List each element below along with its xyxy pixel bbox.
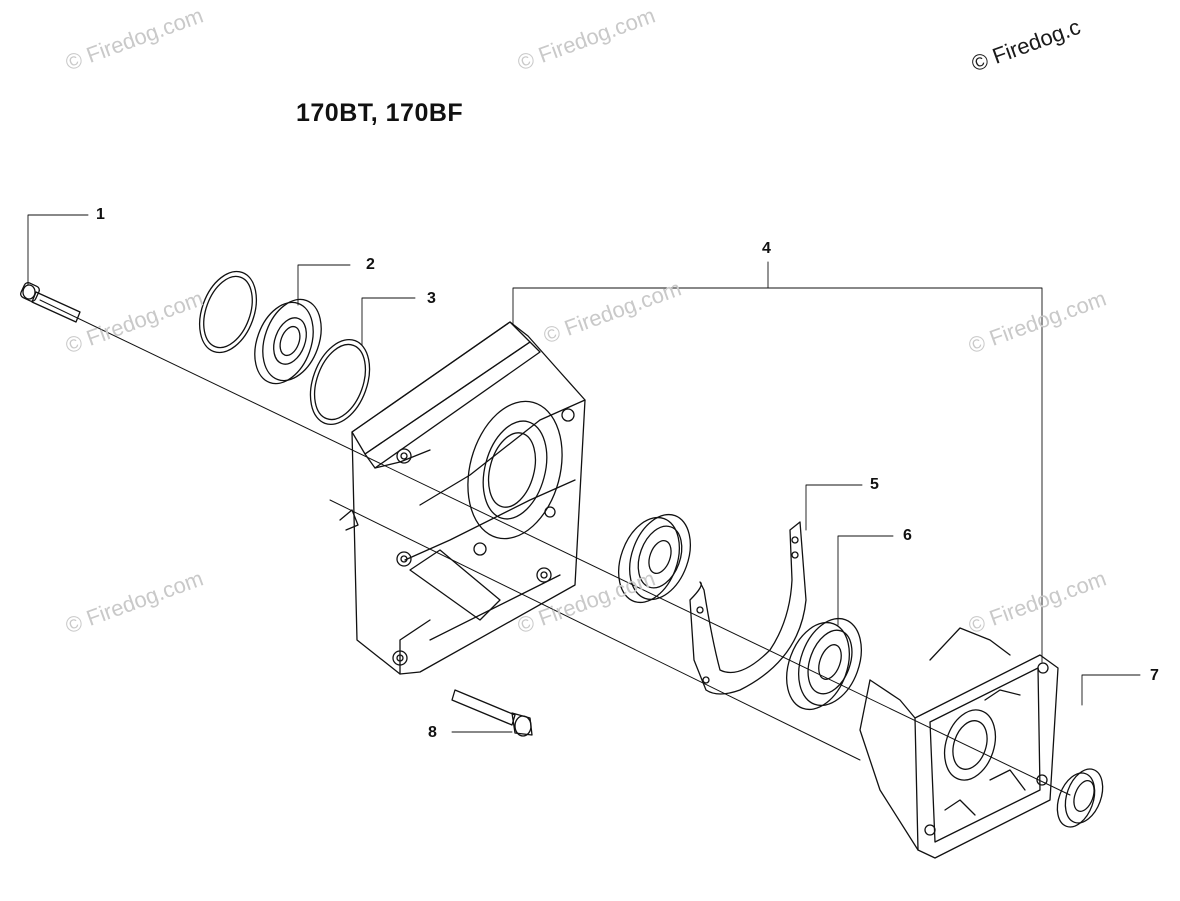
assembly-axis-line xyxy=(39,299,1071,796)
part-4-crankcase-left xyxy=(339,321,586,675)
callout-1[interactable]: 1 xyxy=(96,206,105,223)
callout-2[interactable]: 2 xyxy=(366,256,375,273)
part-7-seal-ring xyxy=(1056,768,1104,828)
leader-5 xyxy=(805,484,863,531)
part-3-circlip xyxy=(309,338,371,426)
lower-axis-line xyxy=(329,499,861,761)
callout-8[interactable]: 8 xyxy=(428,724,437,741)
leader-4 xyxy=(512,287,1043,663)
part-5-bearing-mid xyxy=(618,513,691,604)
part-5-gasket xyxy=(689,521,807,695)
leader-1 xyxy=(27,214,89,286)
leader-3 xyxy=(361,297,416,346)
callout-7[interactable]: 7 xyxy=(1150,667,1159,684)
leader-2 xyxy=(297,264,351,306)
callout-3[interactable]: 3 xyxy=(427,290,436,307)
part-1-screw xyxy=(20,282,81,323)
diagram-title: 170BT, 170BF xyxy=(296,99,464,127)
callout-6[interactable]: 6 xyxy=(903,527,912,544)
callout-4[interactable]: 4 xyxy=(762,240,771,257)
part-4-crankcase-right xyxy=(859,627,1059,859)
callout-5[interactable]: 5 xyxy=(870,476,879,493)
leader-6 xyxy=(837,535,894,626)
part-8-bolt xyxy=(451,689,533,737)
leader-7 xyxy=(1081,674,1141,706)
part-2-circlip-left xyxy=(199,270,257,354)
part-2-bearing xyxy=(254,298,322,385)
part-6-bearing xyxy=(786,617,862,711)
